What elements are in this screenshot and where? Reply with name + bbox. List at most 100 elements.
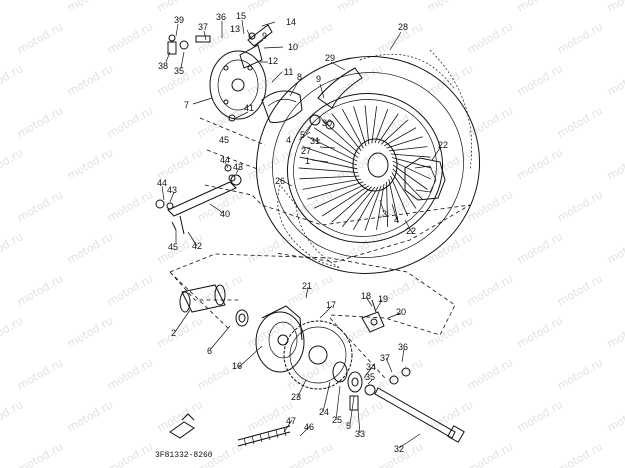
- wheel-spoke: [353, 186, 379, 230]
- watermark-text: motod.ru: [425, 146, 475, 182]
- watermark-text: motod.ru: [285, 188, 335, 224]
- watermark-text: motod.ru: [65, 230, 115, 266]
- wheel-spoke: [302, 178, 362, 190]
- watermark-text: motod.ru: [285, 440, 335, 468]
- callout-34: 34: [366, 362, 376, 372]
- callout-19: 19: [378, 294, 388, 304]
- wheel-spoke: [331, 186, 373, 223]
- brake-shoe-plate: [209, 50, 267, 120]
- wheel-spoke: [307, 181, 364, 200]
- callout-41: 41: [244, 103, 254, 113]
- wheel-spoke: [377, 113, 399, 144]
- callout-22-upper: 22: [438, 140, 448, 150]
- watermark-text: motod.ru: [0, 146, 25, 182]
- callout-18: 18: [361, 291, 371, 301]
- watermark-text: motod.ru: [335, 0, 385, 15]
- watermark-text: motod.ru: [465, 440, 515, 468]
- wheel-spoke: [391, 157, 432, 169]
- wheel-spoke: [388, 146, 428, 152]
- wheel-spoke: [321, 185, 370, 217]
- bearing-and-collar: [332, 361, 363, 393]
- wheel-spoke: [386, 181, 389, 227]
- callout-10: 10: [288, 42, 298, 52]
- callout-15: 15: [236, 11, 246, 21]
- callout-22-lower: 22: [406, 226, 416, 236]
- wheel-spoke: [390, 153, 431, 158]
- callout-26: 26: [275, 176, 285, 186]
- watermark-text: motod.ru: [105, 272, 155, 308]
- spacer-collar: [179, 284, 226, 313]
- watermark-text: motod.ru: [555, 356, 605, 392]
- wheel-spoke: [322, 119, 360, 155]
- wheel-spoke: [380, 119, 409, 145]
- watermark-text: motod.ru: [555, 272, 605, 308]
- callout-36-lower: 36: [398, 342, 408, 352]
- callout-36: 36: [216, 12, 226, 22]
- cush-drive-damper: [404, 157, 446, 201]
- callout-3: 3: [382, 209, 387, 219]
- watermark-text: motod.ru: [335, 230, 385, 266]
- watermark-text: motod.ru: [0, 230, 25, 266]
- wheel-spoke: [388, 179, 399, 223]
- watermark-text: motod.ru: [425, 230, 475, 266]
- wheel-spoke: [371, 106, 378, 144]
- wheel-spoke: [353, 106, 367, 147]
- callout-17: 17: [326, 300, 336, 310]
- callout-24: 24: [319, 407, 329, 417]
- watermark-text: motod.ru: [155, 314, 205, 350]
- callout-13: 13: [230, 24, 240, 34]
- wheel-spoke: [374, 108, 389, 144]
- chain-puller: [361, 299, 385, 333]
- callout-40: 40: [220, 209, 230, 219]
- callout-43-lower: 43: [167, 185, 177, 195]
- wheel-spoke: [392, 164, 428, 190]
- watermark-text: motod.ru: [105, 356, 155, 392]
- wheel-spoke: [313, 183, 367, 209]
- watermark-text: motod.ru: [15, 356, 65, 392]
- watermark-text: motod.ru: [605, 146, 625, 182]
- callout-9-middle: 9: [316, 74, 321, 84]
- callout-8: 8: [297, 72, 302, 82]
- callout-4-upper: 4: [286, 135, 291, 145]
- watermark-text: motod.ru: [65, 314, 115, 350]
- watermark-text: motod.ru: [515, 230, 565, 266]
- callout-44-lower: 44: [157, 178, 167, 188]
- wheel-spoke: [390, 175, 409, 217]
- callout-33: 33: [355, 429, 365, 439]
- watermark-text: motod.ru: [335, 314, 385, 350]
- brake-rod-parts: [167, 34, 335, 130]
- callout-35-lower: 35: [365, 372, 375, 382]
- watermark-text: motod.ru: [555, 440, 605, 468]
- watermark-text: motod.ru: [65, 398, 115, 434]
- watermark-text: motod.ru: [105, 104, 155, 140]
- camshaft-lever: [239, 24, 273, 69]
- tension-bar: [155, 164, 242, 235]
- callout-37-lower: 37: [380, 353, 390, 363]
- wheel-spoke: [341, 186, 376, 228]
- callout-30: 30: [322, 118, 332, 128]
- wheel-spoke: [364, 185, 382, 231]
- callout-35: 35: [174, 66, 184, 76]
- watermark-text: motod.ru: [465, 356, 515, 392]
- watermark-text: motod.ru: [105, 188, 155, 224]
- watermark-text: motod.ru: [155, 398, 205, 434]
- wheel-rim-with-spokes: [286, 93, 444, 243]
- callout-44-upper: 44: [220, 155, 230, 165]
- callout-45-upper: 45: [219, 135, 229, 145]
- rim-band: [317, 67, 363, 109]
- watermark-text: motod.ru: [0, 62, 25, 98]
- watermark-text: motod.ru: [605, 62, 625, 98]
- watermark-text: motod.ru: [515, 314, 565, 350]
- callout-2: 2: [171, 328, 176, 338]
- wheel-spoke: [364, 105, 370, 145]
- wheel-spoke: [313, 127, 359, 158]
- callout-6: 6: [207, 346, 212, 356]
- diagram-code: 3F81332-8260: [155, 451, 213, 460]
- assembly-outline-upper: [199, 117, 471, 263]
- wheel-spoke: [299, 156, 358, 170]
- watermark-text: motod.ru: [605, 398, 625, 434]
- watermark-text: motod.ru: [555, 188, 605, 224]
- watermark-text: motod.ru: [515, 398, 565, 434]
- watermark-text: motod.ru: [0, 0, 25, 15]
- callout-14: 14: [286, 17, 296, 27]
